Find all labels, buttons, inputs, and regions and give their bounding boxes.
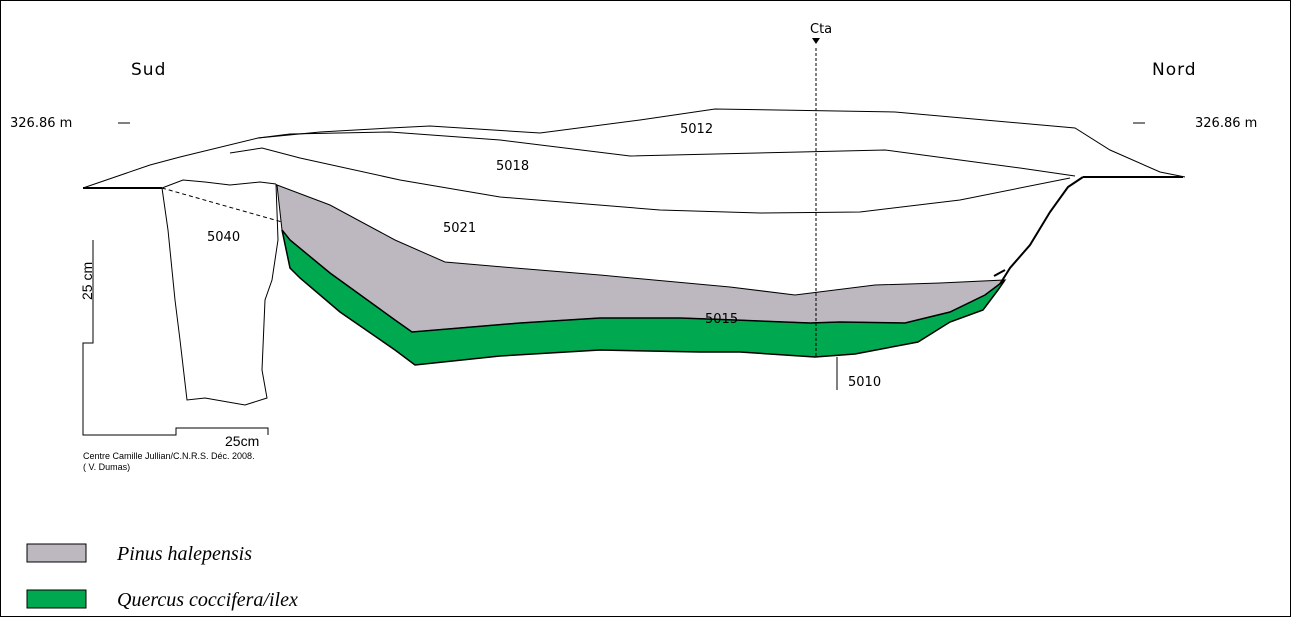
boundary-5012-5018 bbox=[257, 131, 1076, 177]
layer-5012-label: 5012 bbox=[680, 122, 713, 137]
surface-line bbox=[149, 108, 1186, 178]
edge-tick bbox=[993, 269, 1006, 277]
credit-line-1: Centre Camille Jullian/C.N.R.S. Déc. 200… bbox=[83, 451, 255, 461]
layer-5010-label: 5010 bbox=[848, 375, 881, 390]
pit-outline-top bbox=[161, 179, 277, 189]
section-marker-label: Cta bbox=[810, 22, 832, 37]
posthole-5040-outline bbox=[161, 183, 279, 406]
elevation-right-label: 326.86 m bbox=[1195, 116, 1257, 131]
layer-5018-label: 5018 bbox=[496, 159, 529, 174]
horizontal-scale-label: 25cm bbox=[225, 433, 259, 449]
layer-pinus-fill bbox=[276, 184, 1007, 333]
section-marker-arrow bbox=[812, 38, 820, 44]
boundary-5018-5021 bbox=[229, 147, 1071, 214]
direction-north-label: Nord bbox=[1152, 60, 1197, 80]
credit-line-2: ( V. Dumas) bbox=[83, 462, 130, 472]
dashed-line bbox=[161, 187, 283, 223]
legend-swatch-pinus bbox=[26, 543, 87, 563]
ground-line-left bbox=[82, 164, 151, 189]
direction-south-label: Sud bbox=[131, 60, 166, 80]
layer-5015-label: 5015 bbox=[705, 312, 738, 327]
legend-label-pinus: Pinus halepensis bbox=[116, 543, 252, 565]
pit-edge-right bbox=[999, 176, 1084, 285]
elevation-left-label: 326.86 m bbox=[10, 116, 72, 131]
layer-5040-label: 5040 bbox=[207, 230, 240, 245]
layer-quercus-fill bbox=[281, 229, 1006, 366]
layer-5021-label: 5021 bbox=[443, 221, 476, 236]
legend-swatch-quercus bbox=[26, 589, 87, 609]
legend-label-quercus: Quercus coccifera/ilex bbox=[117, 589, 298, 611]
scale-bar bbox=[82, 240, 269, 436]
vertical-scale-label: 25 cm bbox=[79, 262, 95, 300]
